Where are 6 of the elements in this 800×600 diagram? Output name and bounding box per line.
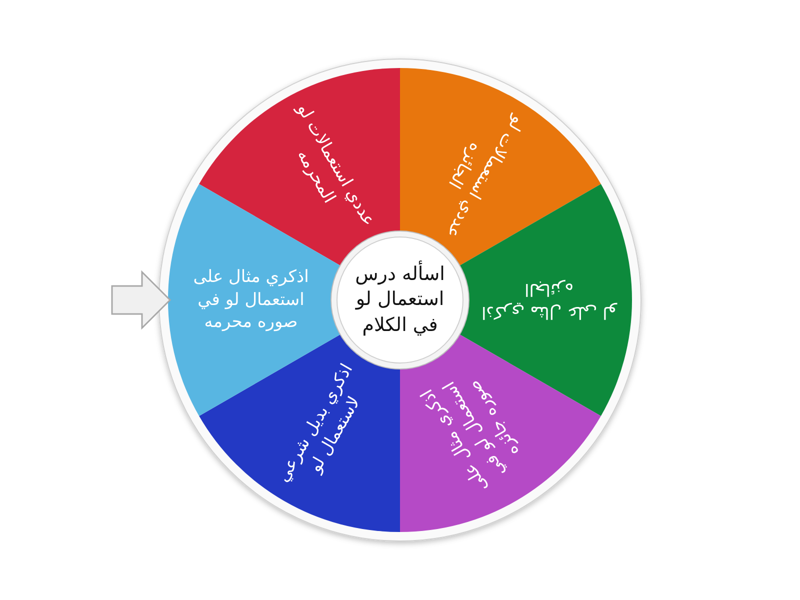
segment-label: عددي استعمالات لو المحرمه [268,94,383,248]
segment-label: اذكري مثال على استعمال لو في صوره جائزه [407,346,542,512]
segment-label: عددي استعمالات لو الجائزه [417,94,532,248]
segment-label: اذكري مثال على لو الجائزه [474,277,624,323]
segment-label: اذكري مثال على استعمال لو في صوره محرمه [176,266,326,334]
segment-label: اذكري بديل شرعي لاستعمال لو [268,352,383,506]
